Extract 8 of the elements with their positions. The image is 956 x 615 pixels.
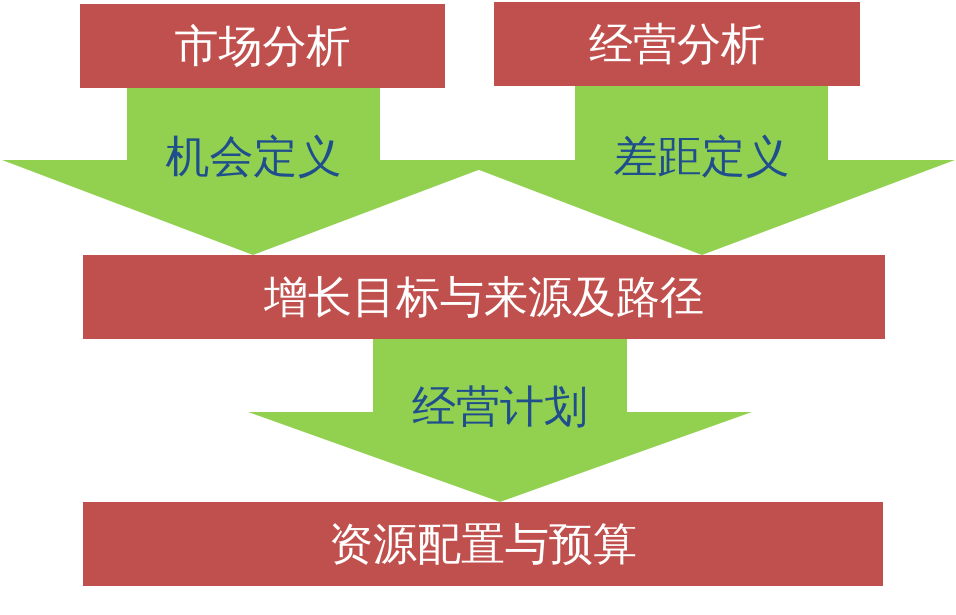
process-box: 增长目标与来源及路径 — [83, 255, 885, 339]
process-box: 经营分析 — [494, 2, 860, 86]
edge-label: 差距定义 — [614, 130, 790, 184]
edge-label: 经营计划 — [412, 380, 588, 434]
process-box: 资源配置与预算 — [83, 502, 883, 586]
edge-label: 机会定义 — [166, 130, 342, 184]
block-arrow — [248, 339, 752, 502]
process-box: 市场分析 — [80, 4, 445, 88]
